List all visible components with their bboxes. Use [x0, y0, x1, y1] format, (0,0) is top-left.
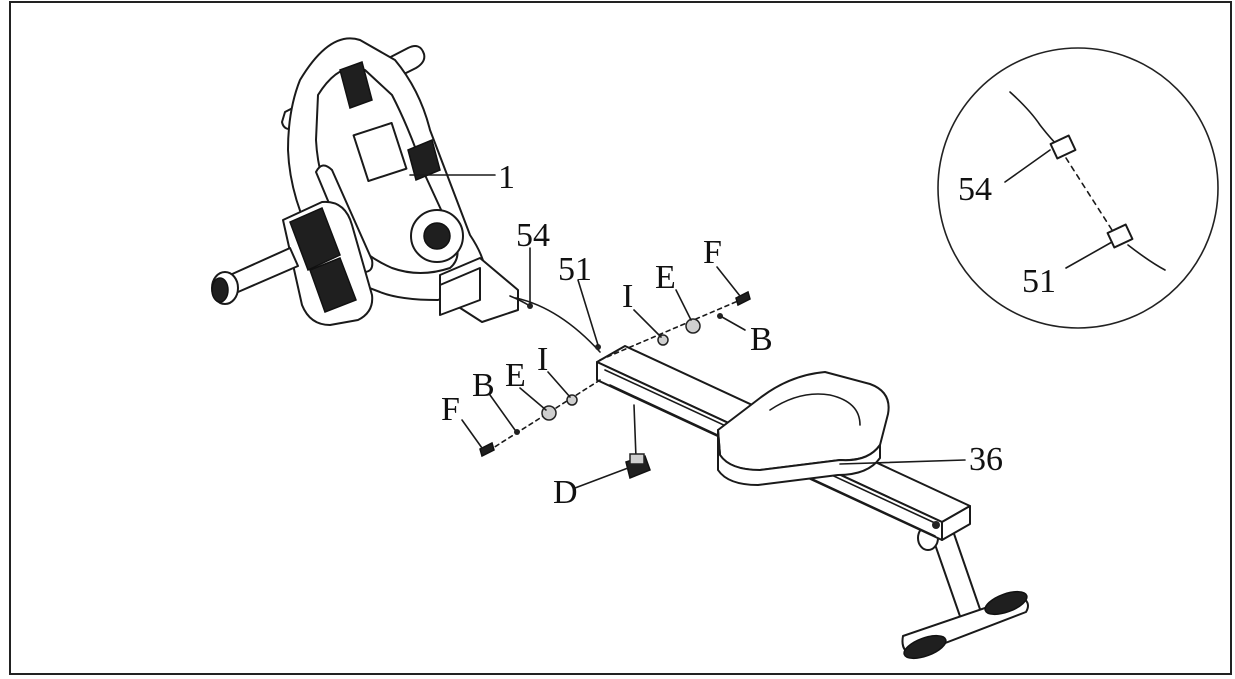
- label-d: D: [553, 474, 578, 511]
- label-b-left: B: [472, 367, 495, 404]
- label-f-left: F: [441, 391, 460, 428]
- label-54: 54: [516, 217, 550, 254]
- main-unit: [211, 37, 519, 326]
- diagram-frame: [9, 1, 1232, 675]
- label-e-right: E: [655, 259, 676, 296]
- front-foot-d: [625, 404, 651, 480]
- label-36: 36: [969, 441, 1003, 478]
- label-51: 51: [558, 251, 592, 288]
- detail-label-51: 51: [1022, 263, 1056, 300]
- detail-callout: [937, 47, 1219, 329]
- rear-stabilizer: [901, 525, 1029, 660]
- label-b-right: B: [750, 321, 773, 358]
- leader-lines: [409, 174, 966, 489]
- hardware-left: [479, 379, 601, 458]
- label-f-right: F: [703, 234, 722, 271]
- label-i-left: I: [537, 341, 548, 378]
- label-1: 1: [498, 159, 515, 196]
- label-i-right: I: [622, 278, 633, 315]
- detail-label-54: 54: [958, 171, 992, 208]
- sensor-wires: [509, 295, 601, 353]
- label-e-left: E: [505, 357, 526, 394]
- hardware-right: [599, 290, 751, 361]
- seat: [717, 371, 890, 486]
